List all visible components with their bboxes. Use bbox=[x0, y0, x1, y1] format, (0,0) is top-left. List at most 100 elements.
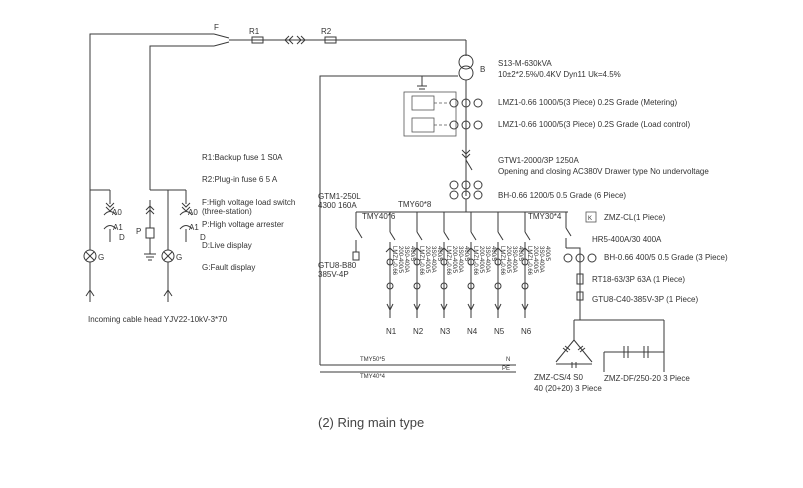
feeder-label-n1: N1 bbox=[386, 327, 397, 336]
feeder-2-cable-head-icon bbox=[413, 303, 421, 312]
feeder-1-contact-icon bbox=[385, 247, 395, 253]
earth-switch-right-icon bbox=[179, 211, 193, 216]
gtm-label-2: 4300 160A bbox=[318, 201, 357, 210]
ct-bh-c2-icon bbox=[473, 190, 483, 200]
zmz-cs-label-1: ZMZ-CS/4 S0 bbox=[534, 373, 583, 382]
breaker-line1: GTW1-2000/3P 1250A bbox=[498, 156, 579, 165]
feeder-3-breaker-icon bbox=[443, 231, 450, 241]
feeder-5-spec-4: 400/5 bbox=[517, 246, 523, 262]
feeder-label-n2: N2 bbox=[413, 327, 424, 336]
meter-box bbox=[403, 91, 457, 137]
ct-metering-label: LMZ1-0.66 1000/5(3 Piece) 0.2S Grade (Me… bbox=[498, 98, 678, 107]
tmy50-label: TMY50*5 bbox=[360, 357, 386, 363]
ct-cap-c-icon bbox=[587, 253, 597, 263]
gtu8-b80-icon bbox=[352, 251, 360, 261]
feeder-5-spec-3: 3S0-400A bbox=[511, 246, 517, 273]
label-a1-left: A1 bbox=[113, 223, 123, 232]
feeder-6-spec-4: 400/5 bbox=[544, 246, 550, 262]
load-switch-f2 bbox=[213, 41, 230, 47]
label-g-right: G bbox=[176, 253, 182, 262]
feeder-3-spec-4: 400/5 bbox=[463, 246, 469, 262]
feeder-5-breaker-icon bbox=[497, 231, 504, 241]
feeder-5-cable-head-icon bbox=[494, 303, 502, 312]
capacitor-branch: K ZMZ-CL(1 Piece) HR5-400A/30 400A BH-0.… bbox=[534, 211, 728, 393]
hr5-switch-icon bbox=[565, 227, 572, 237]
ct-cap-a-icon bbox=[563, 253, 573, 263]
branch-right: A0 A1 D P G bbox=[136, 189, 206, 302]
feeder-1-spec-3: 3S0-400A bbox=[403, 246, 409, 273]
fuse-r1-label: R1 bbox=[249, 27, 260, 36]
fuse-r2-label: R2 bbox=[321, 27, 332, 36]
feeder-1-spec-2: 200-400/5 bbox=[397, 246, 403, 274]
ct-load-a-icon bbox=[449, 120, 459, 130]
busbar-tmy30-label: TMY30*4 bbox=[528, 212, 562, 221]
feeder-6-contact-icon bbox=[520, 247, 530, 253]
feeder-5-spec-2: 200-400/5 bbox=[505, 246, 511, 274]
capacitor-df-icon bbox=[603, 320, 665, 372]
label-g-left: G bbox=[98, 253, 104, 262]
feeder-4-spec-3: 3S0-400A bbox=[484, 246, 490, 273]
feeder-label-n3: N3 bbox=[440, 327, 451, 336]
legend-g: G:Fault display bbox=[202, 263, 255, 272]
ct-bh-c1-icon bbox=[473, 180, 483, 190]
transformer-model: S13-M-630kVA bbox=[498, 59, 552, 68]
drawer-contact-icon bbox=[461, 149, 471, 159]
feeder-6-spec-1: LMZ1-0.66 bbox=[526, 246, 532, 276]
main-breaker-icon bbox=[465, 159, 473, 171]
feeder-6-ct-icon bbox=[521, 258, 529, 266]
transformer-hv-winding-icon bbox=[458, 54, 474, 70]
lv-metering: LMZ1-0.66 1000/5(3 Piece) 0.2S Grade (Me… bbox=[403, 91, 709, 200]
zmz-cl-box-label: K bbox=[588, 216, 592, 222]
cable-head-left-icon bbox=[85, 289, 95, 297]
feeder-4-ct2-icon bbox=[467, 282, 475, 290]
feeder-3-ct2-icon bbox=[440, 282, 448, 290]
label-a0-right: A0 bbox=[188, 208, 198, 217]
plug-in-contact-1 bbox=[284, 35, 294, 45]
legend-f-sub: (three-station) bbox=[202, 207, 252, 216]
gtu8-label-2: 385V-4P bbox=[318, 270, 349, 279]
feeder-6-spec-3: 3S0-400A bbox=[538, 246, 544, 273]
ring-line-right bbox=[149, 45, 214, 190]
arrester-a1-icon bbox=[103, 225, 117, 230]
feeder-2-contact-icon bbox=[412, 247, 422, 253]
branch-left: A0 A1 D G bbox=[83, 189, 125, 302]
load-switch-f bbox=[213, 33, 230, 39]
zmz-df-label: ZMZ-DF/250-20 3 Piece bbox=[604, 374, 690, 383]
feeder-2-spec-3: 3S0-400A bbox=[430, 246, 436, 273]
feeder-1-ct2-icon bbox=[386, 282, 394, 290]
transformer-spec: 10±2*2.5%/0.4KV Dyn11 Uk=4.5% bbox=[498, 70, 621, 79]
label-d-right: D bbox=[200, 233, 206, 242]
zmz-cl-box bbox=[585, 211, 597, 223]
feeder-4-cable-head-icon bbox=[467, 303, 475, 312]
n-conductor-vertical bbox=[319, 75, 422, 365]
disconnect-p-icon bbox=[145, 205, 155, 215]
feeder-4-spec-4: 400/5 bbox=[490, 246, 496, 262]
feeder-5-ct2-icon bbox=[494, 282, 502, 290]
feeder-1-cable-head-icon bbox=[386, 303, 394, 312]
feeder-4-spec-2: 200-400/5 bbox=[478, 246, 484, 274]
feeder-4-breaker-icon bbox=[470, 231, 477, 241]
ct-bh-a1-icon bbox=[449, 180, 459, 190]
ct-bh-b1-icon bbox=[461, 180, 471, 190]
label-a0-left: A0 bbox=[112, 208, 122, 217]
hr5-label: HR5-400A/30 400A bbox=[592, 235, 662, 244]
hv-incoming-section: F R1 R2 A0 A1 D G bbox=[83, 23, 467, 324]
busbar-tmy60-label: TMY60*8 bbox=[398, 200, 432, 209]
feeder-2-spec-1: LMZ1-0.66 bbox=[418, 246, 424, 276]
fuse-r2 bbox=[324, 36, 337, 44]
arrester-p-icon bbox=[145, 227, 155, 239]
feeder-6-breaker-icon bbox=[524, 231, 531, 241]
feeder-2-spec-4: 400/5 bbox=[436, 246, 442, 262]
feeder-3-contact-icon bbox=[439, 247, 449, 253]
legend-r1: R1:Backup fuse 1 S0A bbox=[202, 153, 283, 162]
transformer-neutral bbox=[421, 75, 458, 86]
meter-2 bbox=[411, 117, 435, 133]
feeder-1-spec-1: LMZ1-0.66 bbox=[391, 246, 397, 276]
feeder-1-spec-4: 400/5 bbox=[409, 246, 415, 262]
legend-f: F:High voltage load switch bbox=[202, 198, 295, 207]
pe-label: PE bbox=[502, 366, 510, 372]
fuse-r1 bbox=[251, 36, 264, 44]
ct-load-c-icon bbox=[473, 120, 483, 130]
